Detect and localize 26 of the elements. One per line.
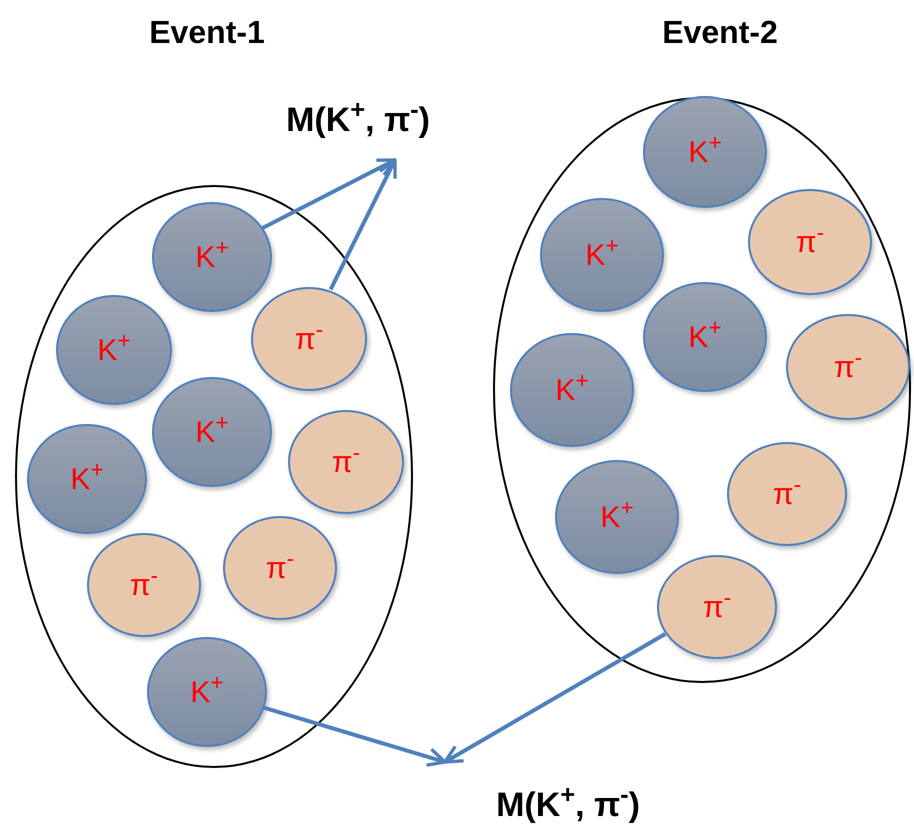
arrow: [328, 158, 397, 290]
pion-particle: π$^{-}$: [657, 555, 777, 659]
kaon-particle: K$^{+}$: [555, 460, 679, 574]
kaon-particle: K$^{+}$: [147, 637, 267, 747]
kaon-particle: K$^{+}$: [510, 333, 634, 447]
invariant-mass-label: M(K$^{+}$, π$^{-}$): [478, 782, 658, 828]
pion-particle: π$^{-}$: [251, 287, 367, 391]
pion-particle: π$^{-}$: [727, 442, 847, 546]
kaon-particle: K$^{+}$: [152, 202, 272, 312]
kaon-particle: K$^{+}$: [643, 282, 767, 392]
kaon-particle: K$^{+}$: [540, 198, 664, 312]
arrow: [261, 158, 397, 230]
pion-particle: π$^{-}$: [786, 314, 910, 420]
invariant-mass-label: M(K$^{+}$, π$^{-}$): [268, 98, 448, 142]
arrow: [261, 705, 447, 767]
kaon-particle: K$^{+}$: [152, 377, 272, 487]
pion-particle: π$^{-}$: [87, 533, 201, 637]
event-heading: Event-2: [662, 13, 778, 52]
pion-particle: π$^{-}$: [223, 516, 337, 620]
event-heading: Event-1: [149, 13, 265, 52]
pion-particle: π$^{-}$: [748, 189, 872, 295]
pion-particle: π$^{-}$: [288, 410, 404, 514]
kaon-particle: K$^{+}$: [27, 424, 147, 534]
kaon-particle: K$^{+}$: [56, 295, 172, 405]
arrow: [443, 632, 666, 764]
kaon-particle: K$^{+}$: [643, 96, 767, 208]
